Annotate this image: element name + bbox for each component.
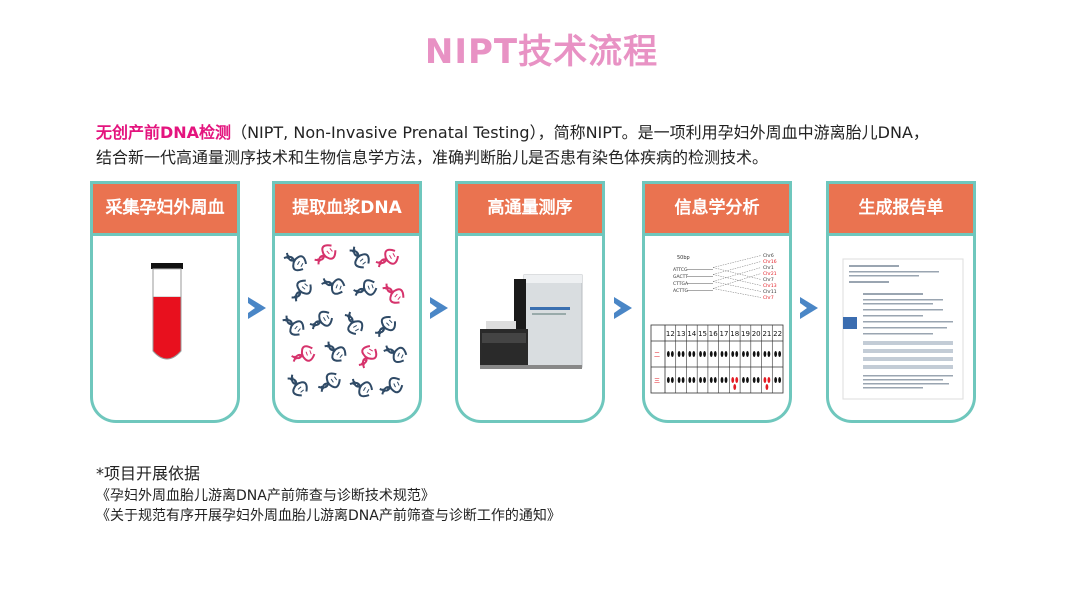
dna-strand-icon — [320, 274, 346, 296]
intro-line1: （NIPT, Non-Invasive Prenatal Testing），简称… — [231, 123, 929, 142]
column-label: 17 — [720, 330, 729, 338]
notes-heading: *项目开展依据 — [96, 460, 561, 484]
notes-item: 《孕妇外周血胎儿游离DNA产前筛查与诊断技术规范》 — [96, 486, 561, 506]
intro-line2: 结合新一代高通量测序技术和生物信息学方法，准确判断胎儿是否患有染色体疾病的检测技… — [96, 148, 768, 167]
dna-strand-icon — [355, 344, 379, 371]
read-label: GACTT — [673, 274, 688, 280]
dna-strand-icon — [378, 376, 404, 399]
column-label: 12 — [666, 330, 675, 338]
dna-strand-icon — [372, 314, 398, 340]
intro-highlight: 无创产前DNA检测 — [96, 123, 231, 142]
row-mark: 三 — [654, 378, 660, 385]
dna-strand-icon — [312, 242, 338, 268]
column-label: 18 — [730, 330, 739, 338]
read-label: CTTGA — [673, 281, 689, 287]
read-label: ATTCG — [673, 267, 688, 273]
column-label: 20 — [752, 330, 761, 338]
bp-label: 50bp — [677, 255, 690, 261]
dna-strand-icon — [288, 278, 314, 304]
dna-strand-icon — [346, 244, 372, 270]
dna-strand-icon — [374, 247, 401, 271]
read-label: ACTTG — [673, 288, 689, 294]
dna-strand-icon — [352, 278, 378, 300]
step-header: 生成报告单 — [826, 181, 976, 236]
dna-strand-icon — [322, 338, 348, 364]
process-flow: 采集孕妇外周血 提取血浆DNA 高通量测序 信息学分析 — [0, 181, 1083, 426]
dna-strand-icon — [380, 280, 406, 306]
chr-label: Chr6 — [763, 253, 774, 259]
step-card-extract-dna: 提取血浆DNA — [272, 181, 422, 423]
step-card-report: 生成报告单 — [826, 181, 976, 423]
dna-strand-icon — [280, 312, 306, 338]
flow-arrow-icon — [430, 297, 448, 319]
column-label: 19 — [741, 330, 750, 338]
flow-arrow-icon — [800, 297, 818, 319]
chr-label: Chr1 — [763, 265, 774, 271]
notes-item: 《关于规范有序开展孕妇外周血胎儿游离DNA产前筛查与诊断工作的通知》 — [96, 506, 561, 526]
flow-arrow-icon — [614, 297, 632, 319]
step-card-sequencing: 高通量测序 — [455, 181, 605, 423]
dna-strand-icon — [341, 310, 365, 337]
dna-strand-icon — [348, 375, 375, 399]
column-label: 15 — [698, 330, 707, 338]
dna-strand-icon — [290, 344, 316, 366]
chr-label: Chr16 — [763, 259, 777, 265]
dna-strand-icon — [284, 372, 310, 398]
chr-label: Chr21 — [763, 271, 777, 277]
step-header: 高通量测序 — [455, 181, 605, 236]
blood-tube-icon — [93, 241, 237, 411]
column-label: 21 — [762, 330, 771, 338]
intro-paragraph: 无创产前DNA检测（NIPT, Non-Invasive Prenatal Te… — [96, 120, 996, 170]
report-document-icon — [829, 241, 973, 411]
dna-strand-icon — [308, 309, 335, 333]
column-label: 14 — [687, 330, 696, 338]
chr-label: Chr7 — [763, 295, 774, 301]
chr-label: Chr13 — [763, 283, 777, 289]
chr-label: Chr7 — [763, 277, 774, 283]
step-header: 信息学分析 — [642, 181, 792, 236]
step-card-collect-blood: 采集孕妇外周血 — [90, 181, 240, 423]
page-title: NIPT技术流程 — [0, 24, 1083, 73]
flow-arrow-icon — [248, 297, 266, 319]
dna-strands-icon — [275, 241, 419, 411]
dna-strand-icon — [382, 342, 408, 365]
step-header: 采集孕妇外周血 — [90, 181, 240, 236]
column-label: 16 — [709, 330, 718, 338]
step-header: 提取血浆DNA — [272, 181, 422, 236]
row-mark: 二 — [654, 352, 660, 359]
column-label: 22 — [773, 330, 782, 338]
column-label: 13 — [677, 330, 686, 338]
dna-strand-icon — [282, 249, 309, 273]
chr-label: Chr11 — [763, 289, 777, 295]
dna-strand-icon — [316, 371, 343, 396]
project-basis-notes: *项目开展依据 《孕妇外周血胎儿游离DNA产前筛查与诊断技术规范》 《关于规范有… — [96, 460, 561, 526]
sequencer-icon — [458, 241, 602, 411]
